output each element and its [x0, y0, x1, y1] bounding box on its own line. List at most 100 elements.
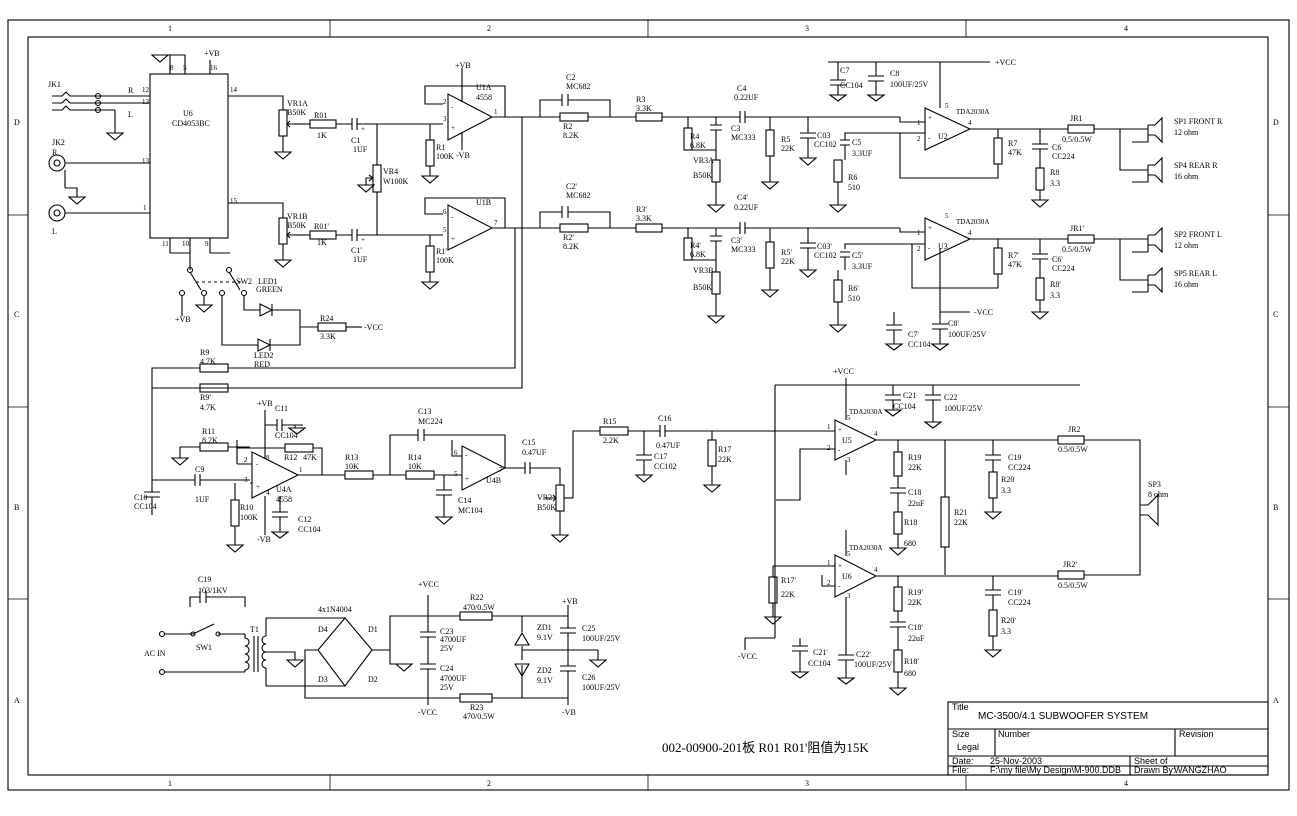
labels-sp1v-text: 12 ohm [1174, 128, 1199, 137]
r24-resistor [317, 322, 347, 332]
zd1-zener [514, 631, 530, 646]
tb-file: F:\my file\My Design\M-900.DDB [990, 765, 1121, 775]
labels-b50k-text: B50K [287, 221, 306, 230]
labels-c19tv-text: 103/1KV [198, 586, 228, 595]
labels-c19-text: C19 [1008, 453, 1021, 462]
labels-sp4-text: SP4 REAR R [1174, 161, 1218, 170]
grid-col-2-bottom: 2 [487, 779, 491, 788]
title-block: Title MC-3500/4.1 SUBWOOFER SYSTEM Size … [947, 701, 1269, 776]
labels-c21p-text: C21' [813, 648, 828, 657]
labels-c11-text: C11 [275, 404, 288, 413]
labels-jr2p-text: JR2' [1063, 560, 1077, 569]
svg-text:+: + [361, 236, 365, 244]
labels-r22v-text: 470/0.5W [463, 603, 495, 612]
labels-c5pv-text: 3.3UF [852, 262, 873, 271]
labels-d3-text: D3 [318, 675, 328, 684]
labels-c7-text: C7 [840, 66, 849, 75]
labels-r5pv-text: 22K [781, 257, 795, 266]
r2-resistor [559, 112, 589, 122]
labels-r7v-text: 47K [1008, 148, 1022, 157]
svg-text:3: 3 [847, 592, 851, 600]
power-supply-section: C19 103/1KV AC IN SW1 T1 4x1N4004 D4 D1 … [144, 575, 620, 721]
labels-c1p-text: C1' [351, 246, 362, 255]
labels-sp3v-text: 8 ohm [1148, 490, 1169, 499]
u6-label: U6 [183, 109, 193, 118]
sp2-speaker [1147, 226, 1163, 254]
labels-jr2-text: JR2 [1068, 425, 1080, 434]
labels-c15v-text: 0.47UF [522, 448, 547, 457]
labels-sp5v-text: 16 ohm [1174, 280, 1199, 289]
labels-c03v-text: CC102 [814, 140, 837, 149]
svg-text:4: 4 [874, 566, 878, 574]
r15-resistor [599, 426, 629, 436]
labels-c4-text: C4 [737, 84, 746, 93]
svg-text:5: 5 [847, 550, 851, 558]
labels-p13-text: 13 [142, 98, 150, 106]
labels-jr1p-text: JR1' [1070, 224, 1084, 233]
tb-drawn-label: Drawn By: [1134, 765, 1176, 775]
labels-r01p-text: R01' [314, 222, 329, 231]
labels-r18v-text: 680 [904, 539, 916, 548]
outer-border [7, 19, 1290, 791]
labels-jr1v-text: 0.5/0.5W [1062, 135, 1092, 144]
labels-c19p-text: C19' [1008, 588, 1023, 597]
labels-c25-text: C25 [582, 624, 595, 633]
u1a-opamp [447, 93, 494, 141]
r01-resistor [309, 119, 337, 129]
svg-text:+: + [838, 562, 842, 570]
svg-text:1: 1 [827, 559, 831, 567]
svg-text:3: 3 [847, 456, 851, 464]
labels-c8p-text: C8' [948, 319, 959, 328]
filter-section: C2 MC682 R2 8.2K R3 3.3K C4 0.22UF R4 6.… [539, 73, 900, 324]
labels-r2pv-text: 8.2K [563, 242, 579, 251]
svg-text:2: 2 [443, 98, 447, 106]
labels-u1a-text: U1A [476, 83, 492, 92]
labels-led1-text: LED1 [258, 277, 278, 286]
input-section: U6 CD4053BC 12 13 13 1 14 15 8 5 16 11 1… [48, 49, 443, 369]
labels-c4p-text: C4' [737, 193, 748, 202]
grid-row-b-left: B [14, 503, 19, 512]
svg-text:6: 6 [454, 449, 458, 457]
labels-r7-text: R7 [1008, 139, 1017, 148]
u1b-opamp [447, 204, 494, 251]
labels-r23-text: R23 [470, 703, 483, 712]
labels-mvcc-text: -VCC [738, 652, 757, 661]
labels-r20pv-text: 3.3 [1001, 627, 1011, 636]
svg-text:-: - [451, 213, 454, 221]
labels-r01v-text: 1K [317, 131, 327, 140]
revision-note: 002-00900-201板 R01 R01'阻值为15K [662, 740, 869, 755]
labels-r9v-text: 4.7K [200, 357, 216, 366]
labels-c1-text: C1 [351, 136, 360, 145]
labels-r15v-text: 2.2K [603, 436, 619, 445]
labels-c8pv-text: 100UF/25V [948, 330, 986, 339]
labels-c2v-text: MC682 [566, 82, 590, 91]
t1-secondary [261, 635, 267, 669]
grid-row-a-left: A [14, 696, 20, 705]
labels-r9p-text: R9' [200, 393, 211, 402]
labels-c23w-text: 25V [440, 644, 454, 653]
tb-date: 25-Nov-2003 [990, 756, 1042, 766]
labels-c10-text: C10 [134, 493, 147, 502]
poweramp-u2-u3: C7 CC104 C8 100UF/25V +VCC +- 124 5 U2 T… [828, 58, 1223, 351]
labels-c13v-text: MC224 [418, 417, 442, 426]
labels-r10-text: R10 [240, 503, 253, 512]
labels-vr3b-text: VR3B [693, 266, 713, 275]
grid-row-d-right: D [1273, 118, 1279, 127]
labels-u2-text: U2 [938, 132, 948, 141]
labels-c5-text: C5 [852, 138, 861, 147]
labels-r3pv-text: 3.3K [636, 214, 652, 223]
labels-tda-text: TDA2030A [849, 408, 882, 416]
labels-c5p-text: C5' [852, 251, 863, 260]
led2-red [257, 338, 272, 352]
svg-text:-: - [465, 451, 468, 459]
labels-c03p-text: C03' [817, 242, 832, 251]
r2p-resistor [559, 223, 589, 233]
svg-text:+: + [928, 224, 932, 232]
labels-r18-text: R18 [904, 518, 917, 527]
labels-r3p-text: R3' [636, 205, 647, 214]
tb-revision-label: Revision [1179, 729, 1214, 739]
jk2-rca-l [48, 204, 66, 222]
labels-c14v-text: MC104 [458, 506, 482, 515]
led1-green [259, 303, 274, 317]
labels-tda-text: TDA2030A [849, 544, 882, 552]
